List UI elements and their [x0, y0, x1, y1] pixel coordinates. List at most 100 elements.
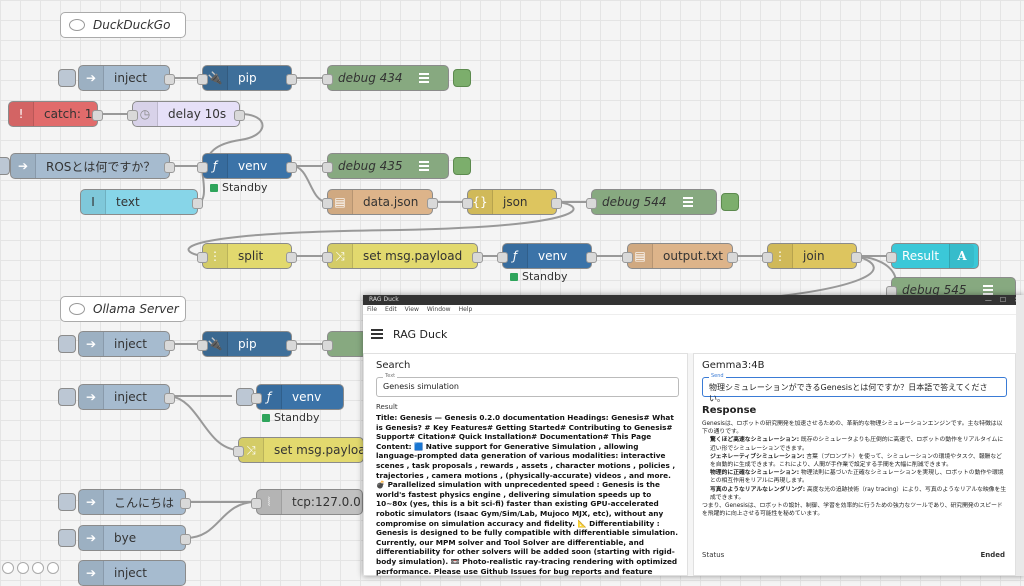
debug-toggle-button[interactable] [453, 157, 471, 175]
output-port[interactable] [727, 252, 738, 263]
input-port[interactable] [322, 74, 333, 85]
input-port[interactable] [886, 252, 897, 263]
node-set-payload[interactable]: ⤨set msg.payload [233, 437, 364, 463]
output-port[interactable] [851, 252, 862, 263]
output-port[interactable] [164, 74, 175, 85]
input-port[interactable] [322, 340, 333, 351]
node-debug-435[interactable]: debug 435 [322, 153, 449, 179]
node-label: split [238, 249, 264, 263]
node-set-payload[interactable]: ⤨set msg.payload [322, 243, 483, 269]
output-port[interactable] [192, 198, 203, 209]
output-port[interactable] [286, 340, 297, 351]
input-port[interactable] [462, 198, 473, 209]
node-debug-partial[interactable] [322, 331, 367, 357]
node-pip[interactable]: 🔌pip [197, 331, 297, 357]
inject-trigger-button[interactable] [58, 529, 76, 547]
input-port[interactable] [251, 393, 262, 404]
node-tcp[interactable]: ⦚tcp:127.0.0.1: [251, 489, 363, 515]
control-icon[interactable] [32, 562, 44, 574]
output-port[interactable] [586, 252, 597, 263]
input-port[interactable] [127, 110, 138, 121]
node-data-json[interactable]: ▤data.json [322, 189, 438, 215]
control-icon[interactable] [47, 562, 59, 574]
output-port[interactable] [164, 162, 175, 173]
input-port[interactable] [251, 498, 262, 509]
output-port[interactable] [286, 162, 297, 173]
inject-trigger-button[interactable] [0, 157, 10, 175]
output-port[interactable] [92, 110, 103, 121]
node-catch[interactable]: !catch: 1 [8, 101, 103, 127]
node-debug-544[interactable]: debug 544 [586, 189, 717, 215]
output-port[interactable] [234, 110, 245, 121]
model-title: Gemma3:4B [702, 360, 765, 371]
node-label: output.txt [663, 249, 723, 263]
menu-file[interactable]: File [367, 306, 378, 313]
control-icon[interactable] [17, 562, 29, 574]
comment-ollama-server[interactable]: Ollama Server [60, 296, 186, 322]
menu-edit[interactable]: Edit [385, 306, 397, 313]
bullet-head: 物理的に正確なシミュレーション: [710, 470, 800, 477]
menu-help[interactable]: Help [458, 306, 473, 313]
node-split[interactable]: ⋮split [197, 243, 297, 269]
send-input[interactable]: Send 物理シミュレーションができるGenesisとは何ですか？日本語で答えて… [702, 373, 1007, 403]
inject-trigger-button[interactable] [58, 388, 76, 406]
menu-view[interactable]: View [404, 306, 419, 313]
input-port[interactable] [497, 252, 508, 263]
inject-trigger-button[interactable] [58, 493, 76, 511]
node-inject-ros[interactable]: ➔ROSとは何ですか？ [10, 153, 175, 179]
input-port[interactable] [197, 252, 208, 263]
output-port[interactable] [164, 393, 175, 404]
search-input[interactable]: Text Genesis simulation [376, 373, 679, 397]
input-port[interactable] [233, 446, 244, 457]
output-port[interactable] [180, 498, 191, 509]
node-inject[interactable]: ➔inject [78, 560, 186, 586]
output-port[interactable] [286, 74, 297, 85]
node-inject-bye[interactable]: ➔bye [78, 525, 191, 551]
node-inject[interactable]: ➔inject [78, 331, 175, 357]
output-port[interactable] [286, 252, 297, 263]
menu-window[interactable]: Window [426, 306, 451, 313]
input-port[interactable] [586, 198, 597, 209]
input-port[interactable] [197, 340, 208, 351]
debug-toggle-button[interactable] [721, 193, 739, 211]
output-port[interactable] [427, 198, 438, 209]
minimize-icon[interactable]: — [984, 296, 992, 304]
node-join[interactable]: ⋮join [762, 243, 862, 269]
maximize-icon[interactable]: ☐ [999, 296, 1007, 304]
input-port[interactable] [322, 252, 333, 263]
input-port[interactable] [197, 74, 208, 85]
output-port[interactable] [180, 534, 191, 545]
node-json[interactable]: {}json [462, 189, 562, 215]
hamburger-menu-icon[interactable] [371, 329, 383, 339]
input-port[interactable] [622, 252, 633, 263]
node-label: json [503, 195, 528, 209]
field-label: Text [383, 373, 398, 379]
output-port[interactable] [472, 252, 483, 263]
input-port[interactable] [322, 198, 333, 209]
control-icon[interactable] [2, 562, 14, 574]
output-port[interactable] [551, 198, 562, 209]
inject-trigger-button[interactable] [58, 69, 76, 87]
node-output-txt[interactable]: ▤output.txt [622, 243, 738, 269]
inject-trigger-button[interactable] [58, 335, 76, 353]
output-port[interactable] [164, 340, 175, 351]
comment-duckduckgo[interactable]: DuckDuckGo [60, 12, 186, 38]
node-debug-434[interactable]: debug 434 [322, 65, 449, 91]
node-inject[interactable]: ➔inject [78, 65, 175, 91]
input-port[interactable] [322, 162, 333, 173]
node-delay[interactable]: ◷delay 10s [127, 101, 245, 127]
input-port[interactable] [762, 252, 773, 263]
node-label: pip [238, 337, 257, 351]
debug-toggle-button[interactable] [453, 69, 471, 87]
list-icon [977, 285, 999, 295]
node-inject-konnichiwa[interactable]: ➔こんにちは [78, 489, 191, 515]
node-pip[interactable]: 🔌pip [197, 65, 297, 91]
input-port[interactable] [197, 162, 208, 173]
node-inject[interactable]: ➔inject [78, 384, 175, 410]
